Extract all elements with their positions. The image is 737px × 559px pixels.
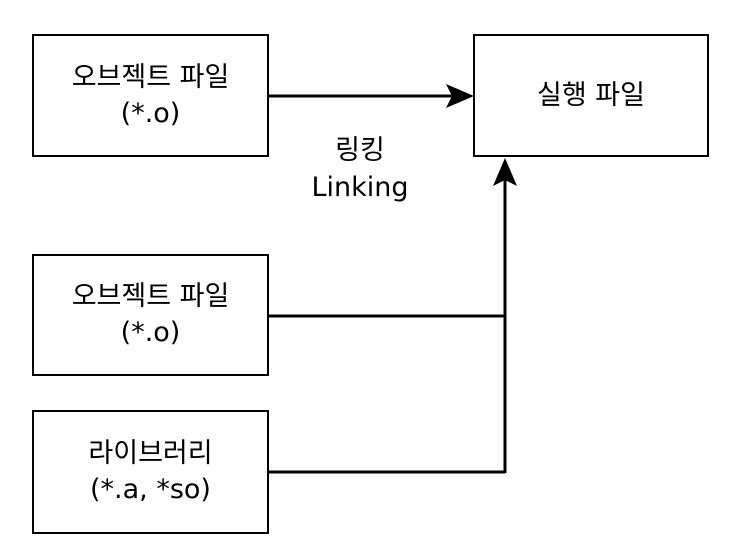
executable-node: 실행 파일 <box>473 34 709 157</box>
object-file-1-title: 오브젝트 파일 <box>71 61 230 93</box>
library-node: 라이브러리 (*.a, *so) <box>32 410 269 534</box>
object-file-node-1: 오브젝트 파일 (*.o) <box>32 34 269 157</box>
object-file-2-extension: (*.o) <box>120 317 181 348</box>
object-file-1-extension: (*.o) <box>120 97 181 129</box>
linking-label: 링킹 Linking <box>290 132 430 206</box>
linking-label-korean: 링킹 <box>335 135 385 166</box>
linking-label-english: Linking <box>311 172 409 203</box>
object-file-2-title: 오브젝트 파일 <box>71 281 230 312</box>
executable-title: 실행 파일 <box>537 79 645 111</box>
library-extension: (*.a, *so) <box>90 474 211 505</box>
arrowhead-right <box>446 84 474 108</box>
library-title: 라이브러리 <box>88 438 213 469</box>
arrowhead-up <box>493 158 517 186</box>
object-file-node-2: 오브젝트 파일 (*.o) <box>32 254 269 376</box>
